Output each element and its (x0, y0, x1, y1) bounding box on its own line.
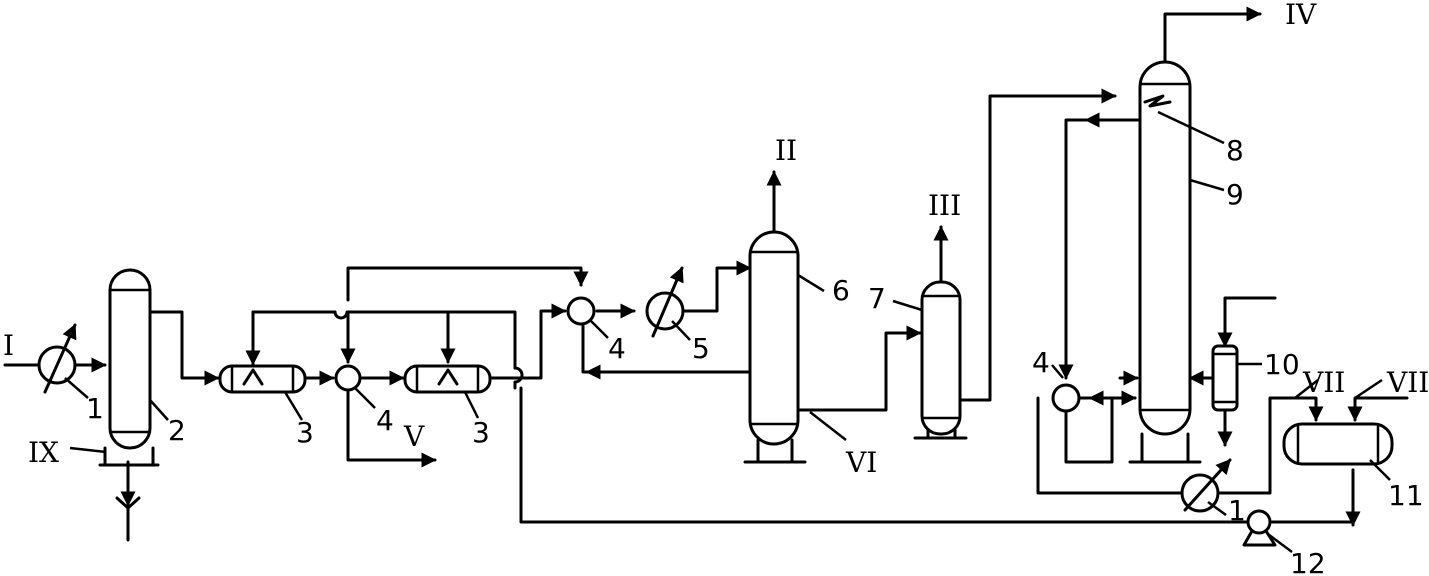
equipment-label-7: 7 (868, 282, 886, 315)
stream-label-vii: VII (1302, 366, 1345, 399)
stream-lines (3, 6, 1409, 527)
stream-label-iv: IV (1285, 0, 1317, 31)
equipment-label-4-a: 4 (376, 404, 394, 437)
heat-exchanger-5 (645, 266, 685, 338)
heat-exchanger-1-right (1180, 458, 1232, 513)
equipment-label-10: 10 (1264, 348, 1300, 381)
mixer-4-a (334, 364, 362, 392)
stream-label-ii: II (775, 134, 797, 167)
separator-10 (1211, 344, 1239, 412)
equipment-label-6: 6 (832, 274, 850, 307)
mixer-4-c (1051, 383, 1081, 413)
condenser-8 (1143, 94, 1172, 108)
column-7 (913, 280, 968, 440)
equipment-label-3-a: 3 (296, 416, 314, 449)
column-2 (98, 268, 160, 542)
stream-label-i: I (3, 329, 14, 362)
equipment-label-8: 8 (1226, 134, 1244, 167)
leader-lines (64, 110, 1391, 553)
equipment-label-1-right: 1 (1228, 494, 1246, 527)
mixer-4-b (566, 296, 596, 326)
equipment-label-9: 9 (1226, 178, 1244, 211)
stream-label-ix: IX (28, 436, 59, 469)
stream-label-vi: VI (845, 446, 877, 479)
pump-12 (1242, 509, 1277, 547)
stream-label-iii: III (928, 189, 961, 222)
equipment-label-2: 2 (168, 414, 186, 447)
tank-11 (1282, 422, 1394, 466)
equipment-label-4-c: 4 (1032, 346, 1050, 379)
column-9 (1128, 60, 1202, 464)
equipment-label-11: 11 (1388, 479, 1424, 512)
equipment-label-1-left: 1 (86, 392, 104, 425)
equipment-label-4-b: 4 (608, 332, 626, 365)
heat-exchanger-1-left (37, 323, 77, 394)
column-6 (743, 230, 807, 464)
reactor-3-b (403, 364, 492, 394)
stream-label-v: V (403, 420, 425, 453)
equipment-label-12: 12 (1290, 547, 1326, 576)
equipment-label-5: 5 (692, 332, 710, 365)
equipment-label-3-b: 3 (472, 416, 490, 449)
reactor-3-a (218, 364, 307, 394)
